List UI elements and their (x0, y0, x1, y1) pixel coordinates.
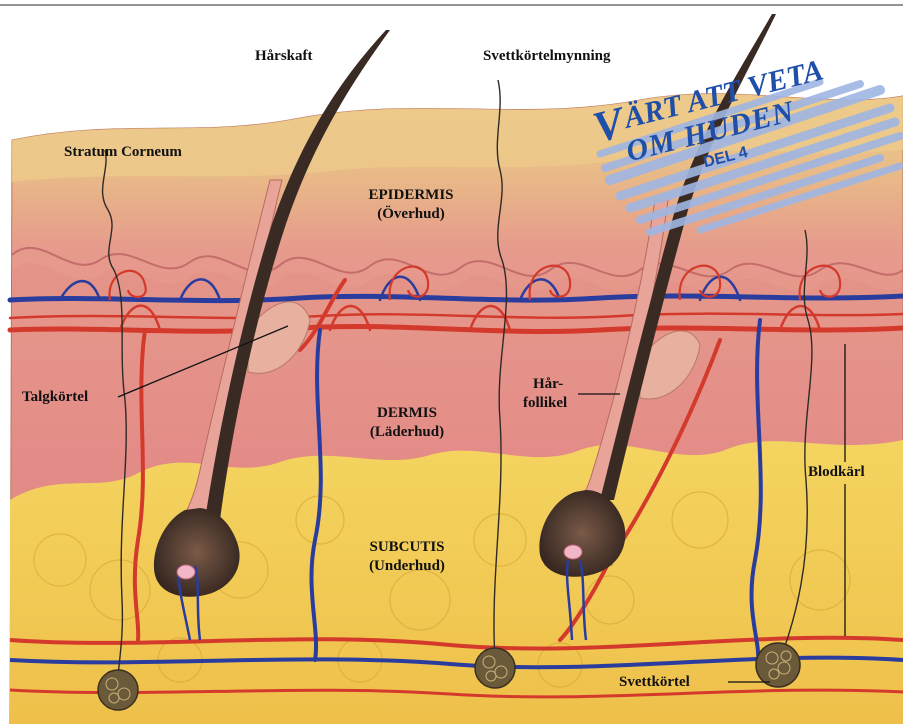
label-svettkortel: Svettkörtel (619, 673, 690, 692)
label-laderhud: (Läderhud) (352, 423, 462, 442)
label-harskaft: Hårskaft (255, 47, 313, 66)
label-epidermis: EPIDERMIS (356, 186, 466, 205)
label-overhud: (Överhud) (356, 205, 466, 224)
label-dermis: DERMIS (352, 404, 462, 423)
label-blodkarl: Blodkärl (808, 463, 865, 482)
label-svettkortelmynning: Svettkörtelmynning (483, 47, 611, 66)
label-talgkortel: Talgkörtel (22, 388, 88, 407)
hair-papilla-left-core (177, 565, 195, 579)
label-har: Hår- (533, 375, 563, 394)
label-subcutis: SUBCUTIS (352, 538, 462, 557)
label-underhud: (Underhud) (352, 557, 462, 576)
label-follikel: follikel (523, 394, 567, 413)
label-stratum-corneum: Stratum Corneum (64, 143, 182, 162)
hair-papilla-right-core (564, 545, 582, 559)
